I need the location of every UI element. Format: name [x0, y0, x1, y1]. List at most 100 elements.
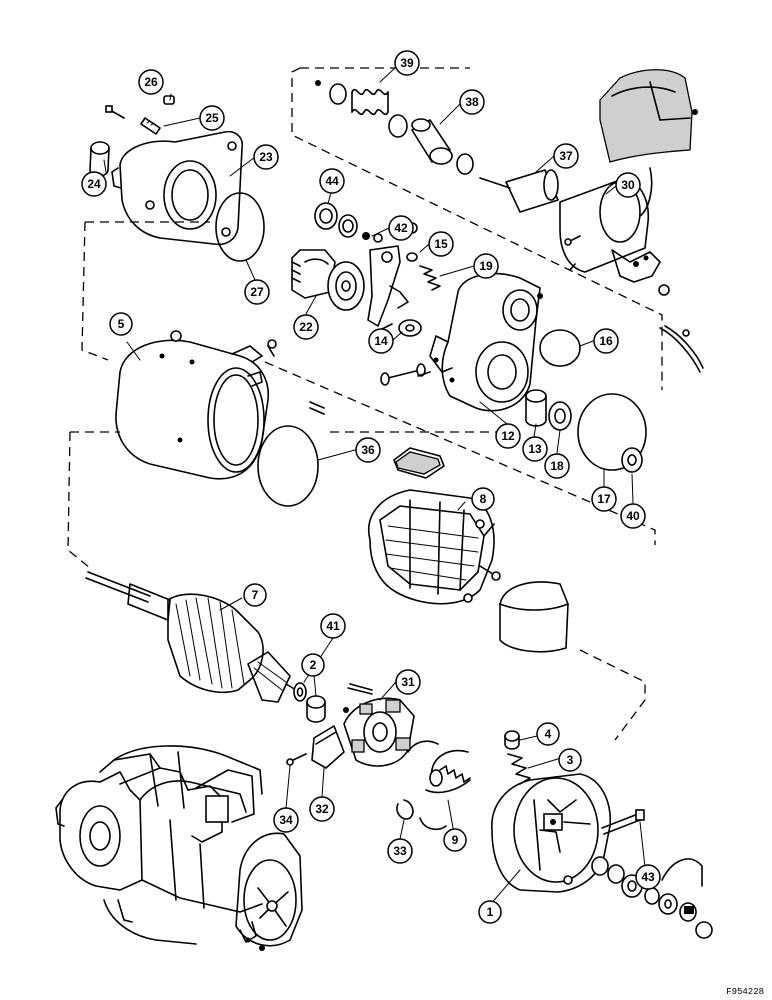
spring-clip-9 — [407, 740, 471, 831]
bushing-13 — [525, 389, 547, 427]
callout-8: 8 — [471, 487, 495, 511]
callout-40: 40 — [620, 503, 646, 529]
svg-text:34: 34 — [279, 813, 293, 827]
group-outline-solenoid — [291, 67, 663, 390]
solenoid-cover-boot — [599, 69, 698, 163]
svg-text:13: 13 — [528, 442, 542, 456]
svg-text:7: 7 — [252, 588, 259, 602]
housing-screw-small — [105, 105, 125, 119]
callout-16: 16 — [593, 328, 619, 354]
svg-text:38: 38 — [465, 95, 479, 109]
svg-text:42: 42 — [394, 221, 408, 235]
callout-4: 4 — [536, 722, 560, 746]
leader-lines — [103, 67, 647, 906]
svg-text:32: 32 — [315, 802, 329, 816]
svg-text:27: 27 — [250, 285, 264, 299]
drive-end-housing — [111, 130, 244, 246]
svg-text:4: 4 — [545, 727, 552, 741]
brush-spring-32 — [286, 725, 345, 769]
callout-30: 30 — [615, 172, 641, 198]
callout-36: 36 — [355, 437, 381, 463]
callout-32: 32 — [309, 796, 335, 822]
callout-27: 27 — [244, 279, 270, 305]
solenoid-plunger-shaft — [479, 169, 559, 213]
callout-42: 42 — [388, 215, 414, 241]
callout-44: 44 — [319, 168, 345, 194]
washer-40 — [621, 447, 643, 473]
svg-text:39: 39 — [400, 56, 414, 70]
o-ring-36 — [257, 425, 319, 507]
plunger-spring — [315, 80, 408, 138]
field-coils-8 — [368, 489, 501, 605]
pole-shoe — [393, 447, 445, 479]
armature-7 — [85, 571, 297, 703]
svg-text:44: 44 — [325, 174, 339, 188]
callout-43: 43 — [635, 864, 661, 890]
bearing-44 — [314, 202, 383, 243]
svg-text:1: 1 — [487, 905, 494, 919]
bushing-2 — [306, 695, 326, 723]
callout-22: 22 — [293, 314, 319, 340]
callout-5: 5 — [109, 312, 133, 336]
callout-15: 15 — [428, 231, 454, 257]
o-ring-17 — [577, 393, 647, 471]
svg-text:26: 26 — [144, 75, 158, 89]
drive-pinion-22 — [291, 249, 365, 311]
svg-text:9: 9 — [452, 833, 459, 847]
callout-25: 25 — [199, 105, 225, 131]
svg-text:25: 25 — [205, 111, 219, 125]
bolt-43 — [601, 809, 645, 835]
insulator-band — [499, 581, 569, 653]
spring-3 — [507, 753, 531, 785]
spring-19 — [419, 265, 441, 291]
callout-37: 37 — [553, 143, 579, 169]
svg-text:2: 2 — [310, 658, 317, 672]
brush-holder-31 — [343, 683, 415, 767]
callout-26: 26 — [138, 69, 164, 95]
washer-41 — [293, 682, 307, 702]
assembled-starter — [55, 745, 303, 951]
callout-19: 19 — [473, 253, 499, 279]
plunger — [411, 118, 474, 175]
svg-text:17: 17 — [597, 492, 611, 506]
plug-15 — [406, 252, 418, 262]
svg-text:15: 15 — [434, 237, 448, 251]
frame-5 — [115, 330, 325, 480]
svg-text:12: 12 — [501, 429, 515, 443]
callout-34: 34 — [273, 807, 299, 833]
svg-text:37: 37 — [559, 149, 573, 163]
svg-text:24: 24 — [87, 177, 101, 191]
svg-text:23: 23 — [259, 150, 273, 164]
solenoid-assembly — [559, 179, 670, 296]
callout-39: 39 — [394, 50, 420, 76]
housing-pin — [140, 117, 161, 135]
svg-text:31: 31 — [401, 675, 415, 689]
intermediate-housing-12 — [429, 272, 543, 412]
callout-17: 17 — [591, 486, 617, 512]
svg-text:16: 16 — [599, 334, 613, 348]
commutator-end-housing-1 — [491, 773, 611, 893]
pin-shaft — [380, 363, 431, 386]
callout-7: 7 — [243, 583, 267, 607]
callout-13: 13 — [522, 436, 548, 462]
callout-2: 2 — [301, 653, 325, 677]
group-outline-armature-field — [67, 431, 646, 741]
callout-12: 12 — [495, 423, 521, 449]
solenoid-lead-wire — [639, 167, 704, 373]
svg-text:5: 5 — [118, 317, 125, 331]
svg-text:19: 19 — [479, 259, 493, 273]
callout-41: 41 — [320, 613, 346, 639]
svg-text:43: 43 — [641, 870, 655, 884]
svg-text:41: 41 — [326, 619, 340, 633]
washer-14 — [398, 319, 422, 337]
callout-14: 14 — [368, 328, 394, 354]
callout-18: 18 — [544, 453, 570, 479]
svg-text:14: 14 — [374, 334, 388, 348]
svg-text:30: 30 — [621, 178, 635, 192]
svg-text:36: 36 — [361, 443, 375, 457]
figure-code: F954228 — [726, 987, 764, 997]
o-ring-16 — [539, 329, 581, 367]
group-outline-drive-housing — [81, 221, 656, 545]
